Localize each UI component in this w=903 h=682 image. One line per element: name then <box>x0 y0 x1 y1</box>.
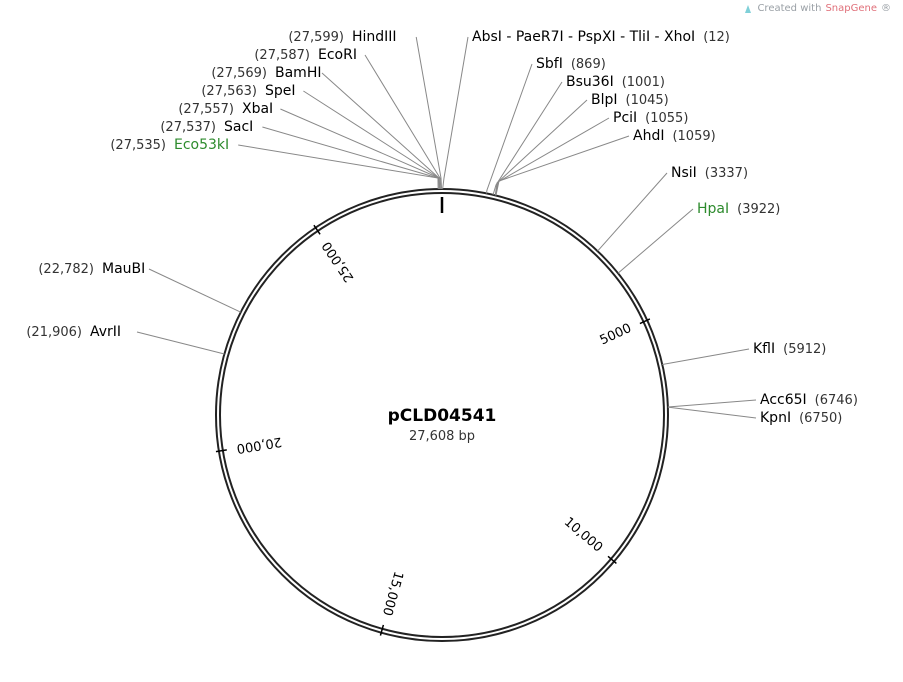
site-position: (21,906) <box>26 325 82 340</box>
site-position: (27,587) <box>254 48 310 63</box>
site-position: (3337) <box>705 166 748 181</box>
backbone <box>215 188 669 642</box>
site-connector <box>136 331 225 355</box>
site-name: HindIII <box>352 29 397 45</box>
site-position: (27,563) <box>201 84 257 99</box>
site-position: (869) <box>571 57 606 72</box>
site-connector <box>262 126 439 190</box>
site-position: (1001) <box>622 75 665 90</box>
site-name: SacI <box>224 119 253 135</box>
site-position: (1055) <box>645 111 688 126</box>
site-connector <box>321 72 441 190</box>
site-position: (27,537) <box>160 120 216 135</box>
site-connector <box>495 135 630 196</box>
site-position: (22,782) <box>38 262 94 277</box>
tick-label: 5000 <box>598 321 634 348</box>
site-position: (6750) <box>799 411 842 426</box>
site-position: (5912) <box>783 342 826 357</box>
site-position: (27,599) <box>288 30 344 45</box>
site-connector <box>617 208 694 274</box>
tick-label: 20,000 <box>235 434 282 456</box>
site-name: AhdI <box>633 128 664 144</box>
site-connector <box>597 172 668 252</box>
tick-mark <box>215 449 227 453</box>
snapgene-logo-icon <box>745 4 752 13</box>
watermark-prefix: Created with <box>757 3 822 14</box>
site-position: (3922) <box>737 202 780 217</box>
site-connector <box>303 90 441 190</box>
snapgene-watermark: Created with SnapGene ® <box>743 3 891 14</box>
site-connector <box>667 406 757 419</box>
site-connector <box>494 99 588 196</box>
site-name: Bsu36I <box>566 74 614 90</box>
site-position: (27,557) <box>178 102 234 117</box>
tick-mark <box>313 224 321 235</box>
backbone-outer-ring <box>215 188 669 642</box>
site-name: BamHI <box>275 65 321 81</box>
site-connector <box>364 54 442 190</box>
site-connector <box>485 63 533 194</box>
tick-label: 10,000 <box>561 515 605 556</box>
site-connector <box>148 268 241 313</box>
site-connector <box>492 81 563 195</box>
tick-label: 15,000 <box>379 570 406 618</box>
watermark-mark: ® <box>881 3 891 14</box>
site-name: MauBI <box>102 261 145 277</box>
site-name: EcoRI <box>318 47 357 63</box>
site-connector <box>238 144 439 190</box>
site-name: NsiI <box>671 165 697 181</box>
site-position: (6746) <box>815 393 858 408</box>
site-connector <box>280 108 440 190</box>
site-position: (12) <box>703 30 730 45</box>
site-position: (1045) <box>626 93 669 108</box>
site-name: KflI <box>753 341 775 357</box>
site-connector <box>662 348 750 366</box>
site-name: SpeI <box>265 83 296 99</box>
watermark-brand: SnapGene <box>825 3 877 14</box>
site-name: HpaI <box>697 201 729 217</box>
site-position: (27,569) <box>211 66 267 81</box>
plasmid-name: pCLD04541 <box>388 406 497 426</box>
tick-mark <box>379 624 385 636</box>
site-name: AvrII <box>90 324 121 340</box>
site-position: (27,535) <box>110 138 166 153</box>
site-name: Acc65I <box>760 392 807 408</box>
site-connector <box>442 36 469 190</box>
backbone-inner-ring <box>219 192 665 638</box>
site-connector <box>667 399 757 408</box>
tick-mark <box>639 318 651 325</box>
site-name: BlpI <box>591 92 618 108</box>
site-name: XbaI <box>242 101 273 117</box>
tick-label: 25,000 <box>319 238 357 284</box>
site-name: KpnI <box>760 410 791 426</box>
tick-mark <box>607 555 617 564</box>
site-layer: (27,599) HindIII (27,587) EcoRI (27,569) BamH… <box>26 29 858 426</box>
site-name: AbsI - PaeR7I - PspXI - TliI - XhoI <box>472 29 695 45</box>
site-name: SbfI <box>536 56 563 72</box>
site-connector <box>495 117 610 196</box>
site-name: PciI <box>613 110 637 126</box>
site-name: Eco53kI <box>174 137 229 153</box>
site-connector <box>415 36 443 190</box>
site-position: (1059) <box>672 129 715 144</box>
plasmid-length: 27,608 bp <box>409 429 475 444</box>
